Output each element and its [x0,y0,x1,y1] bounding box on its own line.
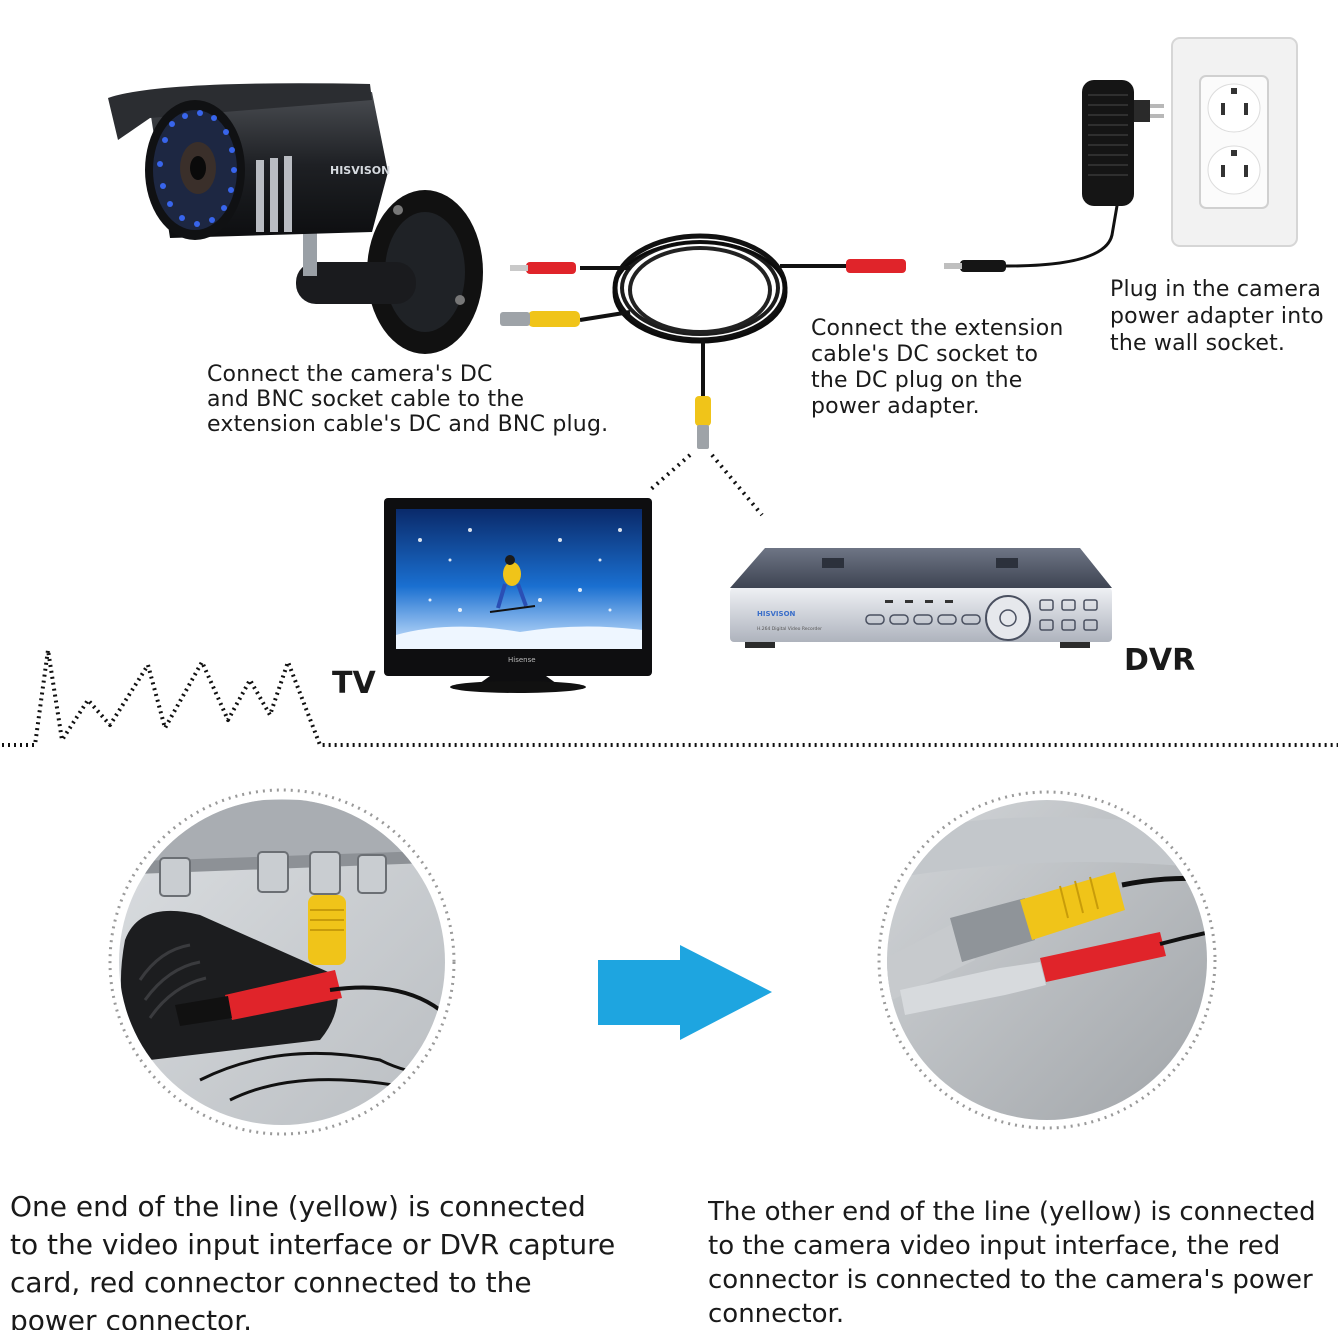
tv-monitor: Hisense [384,498,652,693]
right-photo-ring [877,790,1217,1130]
extension-caption-line-2: cable's DC socket to [811,342,1039,367]
camera-caption: Connect the camera's DC and BNC socket c… [207,362,608,437]
left-caption-line-2: to the video input interface or DVR capt… [10,1228,616,1261]
wall-caption: Plug in the camera power adapter into th… [1110,276,1338,357]
extension-caption-line-4: power adapter. [811,394,980,419]
left-caption-line-1: One end of the line (yellow) is connecte… [10,1190,586,1223]
right-arrow-icon [598,945,772,1040]
extension-caption-line-1: Connect the extension [811,316,1064,341]
left-bottom-caption: One end of the line (yellow) is connecte… [10,1188,670,1330]
camera-brand: HISVISON [330,164,390,177]
extension-cable [500,233,906,517]
right-bottom-caption: The other end of the line (yellow) is co… [708,1195,1338,1330]
extension-caption-line-3: the DC plug on the [811,368,1023,393]
left-caption-line-3: card, red connector connected to the [10,1266,532,1299]
dvr-brand: HISVISON [757,610,796,618]
dvr-model: H.264 Digital Video Recorder [757,626,822,632]
right-caption-line-4: connector. [708,1299,845,1329]
power-adapter [944,80,1164,272]
left-caption-line-4: power connector. [10,1304,253,1330]
right-caption-line-1: The other end of the line (yellow) is co… [708,1197,1316,1227]
camera-caption-line-3: extension cable's DC and BNC plug. [207,412,609,437]
right-caption-line-2: to the camera video input interface, the… [708,1231,1281,1261]
security-camera: HISVISON [108,83,483,354]
right-photo [887,800,1207,1120]
wall-caption-line-1: Plug in the camera [1110,277,1322,302]
camera-caption-line-1: Connect the camera's DC [207,362,493,387]
dvr-label: DVR [1124,643,1196,678]
dvr-recorder: HISVISON H.264 Digital Video Recorder [730,548,1112,648]
wall-caption-line-2: power adapter into [1110,304,1324,329]
camera-caption-line-2: and BNC socket cable to the [207,387,525,412]
left-photo-ring [108,788,456,1136]
tv-label: TV [332,666,376,701]
wall-caption-line-3: the wall socket. [1110,331,1286,356]
tv-brand: Hisense [508,656,536,664]
extension-caption: Connect the extension cable's DC socket … [811,316,1064,420]
right-caption-line-3: connector is connected to the camera's p… [708,1265,1313,1295]
wall-outlet [1171,37,1298,247]
left-photo [119,799,445,1125]
